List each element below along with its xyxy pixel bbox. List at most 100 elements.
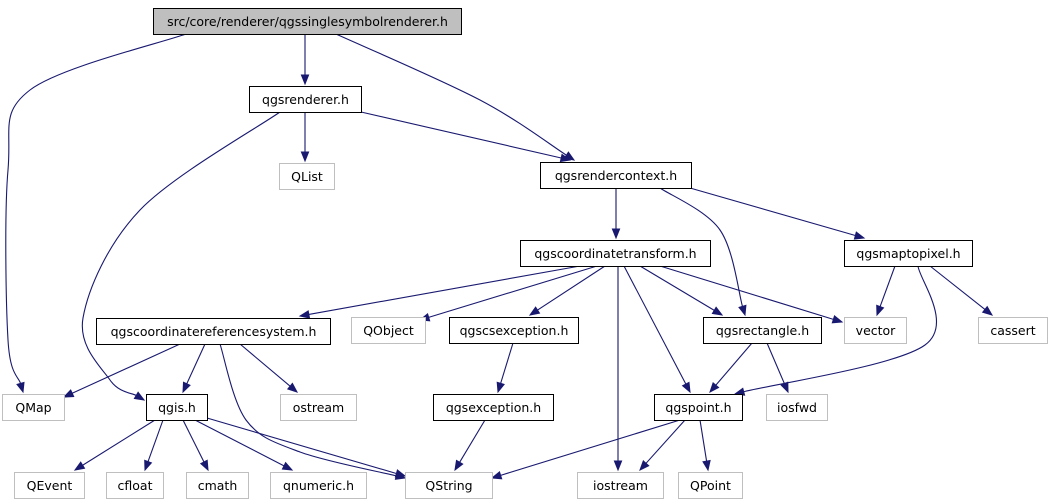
edge-line <box>186 343 206 385</box>
node-qgscsexception[interactable]: qgscsexception.h <box>449 317 579 344</box>
arrowhead-icon <box>613 460 623 472</box>
edge-line <box>659 187 743 307</box>
arrowhead-icon <box>300 151 310 163</box>
edge-qgsmaptopixel-to-cassert <box>929 265 994 316</box>
node-cassert: cassert <box>978 317 1048 344</box>
arrowhead-icon <box>639 460 650 471</box>
node-cmath: cmath <box>186 472 249 499</box>
edge-line <box>645 419 686 464</box>
node-qobject: QObject <box>351 317 426 344</box>
node-label: qgscoordinatetransform.h <box>534 246 696 261</box>
nodes: src/core/renderer/qgssinglesymbolrendere… <box>2 8 1048 499</box>
node-qnumeric: qnumeric.h <box>270 472 367 499</box>
node-label: qgspoint.h <box>665 400 731 415</box>
node-box <box>540 162 692 189</box>
node-vector: vector <box>844 317 907 344</box>
edge-qgscoordinatetransform-to-qobject <box>418 265 598 322</box>
edge-qgscoordinatetransform-to-iostream <box>613 266 623 472</box>
node-box <box>978 317 1048 344</box>
edge-line <box>428 265 598 318</box>
node-label: cmath <box>198 478 238 493</box>
edge-line <box>537 265 606 311</box>
edge-qgscoordinatetransform-to-qgsrectangle <box>639 265 724 316</box>
node-box <box>577 472 664 499</box>
node-label: qgsrendercontext.h <box>555 168 677 183</box>
edge-qgsrectangle-to-qgspoint <box>709 342 753 394</box>
node-box <box>280 394 357 421</box>
node-qgis[interactable]: qgis.h <box>146 394 208 421</box>
edge-qgsrenderer-to-qlist <box>300 112 310 163</box>
node-qgspoint[interactable]: qgspoint.h <box>654 394 743 421</box>
edge-qgsrendercontext-to-qgscoordinatetransform <box>611 188 621 240</box>
node-qgsexception[interactable]: qgsexception.h <box>433 394 554 421</box>
arrowhead-icon <box>853 231 866 240</box>
arrowhead-icon <box>876 304 885 317</box>
edge-line <box>715 342 753 386</box>
node-qgsrectangle[interactable]: qgsrectangle.h <box>703 317 822 344</box>
edge-line <box>699 419 708 462</box>
arrowhead-icon <box>133 391 146 401</box>
node-label: qgsexception.h <box>446 400 541 415</box>
arrowhead-icon <box>73 461 86 471</box>
edge-line <box>766 342 785 384</box>
node-box <box>405 472 493 499</box>
edge-line <box>82 419 156 466</box>
edge-root-to-qgsrenderer <box>300 34 310 86</box>
node-box <box>844 317 907 344</box>
node-label: QPoint <box>690 478 731 493</box>
node-ostream: ostream <box>280 394 357 421</box>
edge-qgis-to-qevent <box>73 419 156 471</box>
edge-qgscoordinatetransform-to-qgspoint <box>623 265 691 394</box>
node-box <box>153 8 462 35</box>
edge-qgsrendercontext-to-qgsrectangle <box>659 187 747 317</box>
arrowhead-icon <box>709 381 720 394</box>
edge-line <box>335 33 567 156</box>
node-qgsmaptopixel[interactable]: qgsmaptopixel.h <box>844 240 973 267</box>
node-label: QString <box>425 478 472 493</box>
node-box <box>186 472 249 499</box>
node-label: qgsrenderer.h <box>262 92 349 107</box>
edge-qgscrs-to-qgis <box>182 343 206 394</box>
edge-qgsmaptopixel-to-vector <box>876 265 896 317</box>
arrowhead-icon <box>286 382 299 393</box>
node-box <box>96 318 331 345</box>
arrowhead-icon <box>780 381 789 394</box>
node-label: qgis.h <box>158 400 196 415</box>
arrowhead-icon <box>528 306 541 316</box>
edge-line <box>5 33 187 384</box>
arrowhead-icon <box>394 469 407 478</box>
edge-qgscrs-to-ostream <box>239 343 299 393</box>
node-qgsrenderer[interactable]: qgsrenderer.h <box>249 86 362 113</box>
node-qgscrs[interactable]: qgscoordinatereferencesystem.h <box>96 318 331 345</box>
edge-line <box>147 419 164 462</box>
edge-line <box>659 265 834 320</box>
edges <box>5 33 994 480</box>
node-qgsrendercontext[interactable]: qgsrendercontext.h <box>540 162 692 189</box>
node-label: QObject <box>363 323 414 338</box>
edge-line <box>879 265 896 307</box>
node-label: QList <box>291 169 323 184</box>
edge-line <box>308 265 581 315</box>
node-box <box>433 394 554 421</box>
node-iostream: iostream <box>577 472 664 499</box>
node-box <box>678 472 743 499</box>
node-label: iostream <box>593 478 648 493</box>
node-qmap: QMap <box>2 394 65 421</box>
arrowhead-icon <box>611 228 621 240</box>
node-qgscoordinatetransform[interactable]: qgscoordinatetransform.h <box>520 240 711 267</box>
node-box <box>844 240 973 267</box>
edge-line <box>360 111 562 159</box>
edge-line <box>194 419 285 467</box>
arrowhead-icon <box>831 315 844 324</box>
node-label: qgscoordinatereferencesystem.h <box>111 324 317 339</box>
edge-line <box>206 417 397 474</box>
node-root[interactable]: src/core/renderer/qgssinglesymbolrendere… <box>153 8 462 35</box>
edge-line <box>500 419 681 476</box>
edge-line <box>929 265 986 310</box>
edge-line <box>500 342 514 384</box>
arrowhead-icon <box>16 381 25 394</box>
node-qevent: QEvent <box>14 472 85 499</box>
edge-qgspoint-to-qpoint <box>699 419 711 472</box>
edge-qgsrectangle-to-iosfwd <box>766 342 789 394</box>
